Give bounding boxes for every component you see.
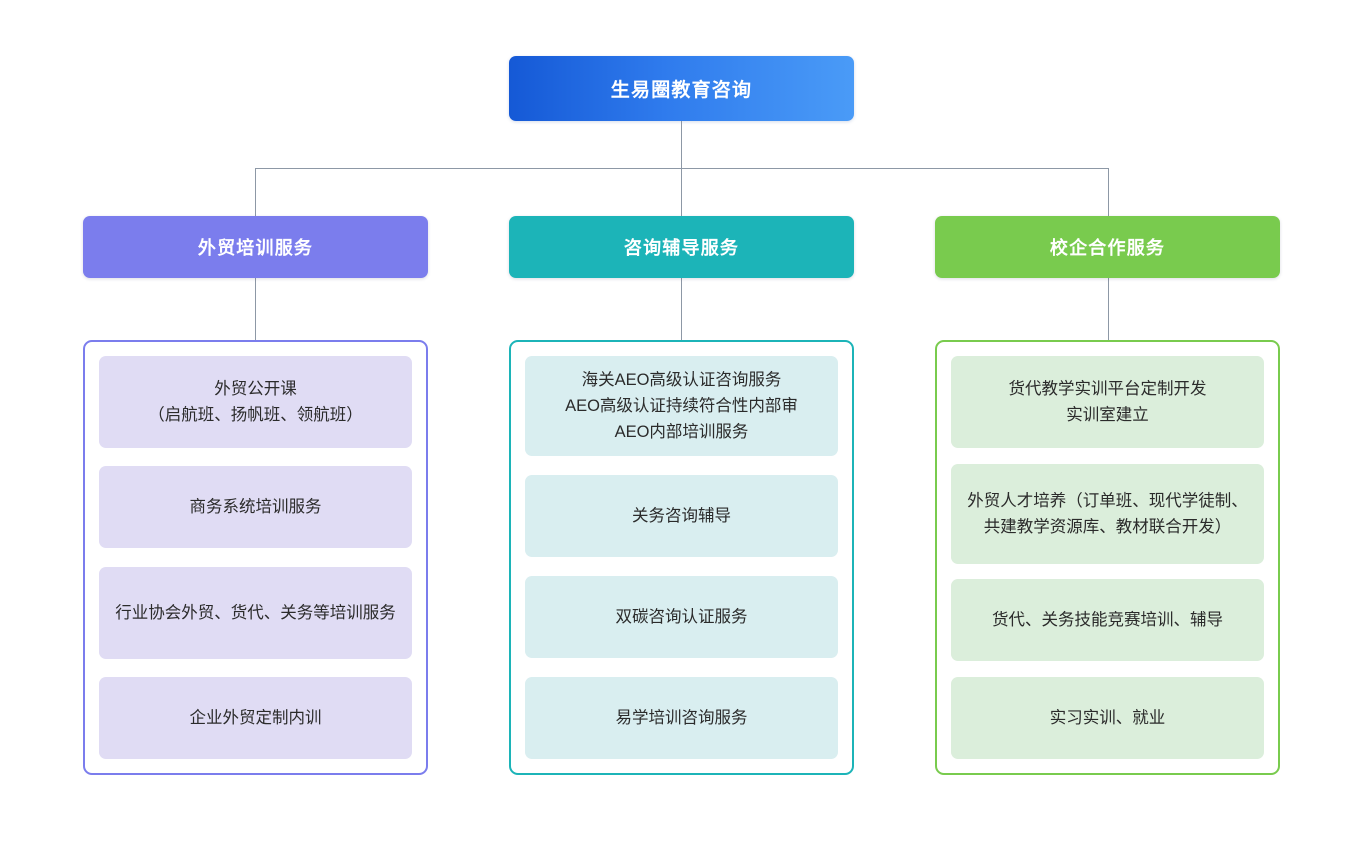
leaf-card[interactable]: 货代教学实训平台定制开发 实训室建立 <box>951 356 1264 448</box>
leaf-card[interactable]: 易学培训咨询服务 <box>525 677 838 759</box>
branch-header-label: 外贸培训服务 <box>197 238 314 258</box>
leaf-card[interactable]: 货代、关务技能竞赛培训、辅导 <box>951 579 1264 662</box>
branch-container-waimao-peixun: 外贸公开课 （启航班、扬帆班、领航班） 商务系统培训服务 行业协会外贸、货代、关… <box>83 340 428 775</box>
leaf-card[interactable]: 商务系统培训服务 <box>99 466 412 549</box>
connector-header-to-container-2 <box>1108 278 1109 340</box>
connector-root-vertical <box>681 121 682 168</box>
connector-branch-drop-1 <box>681 168 682 216</box>
root-node[interactable]: 生易圈教育咨询 <box>509 56 854 121</box>
leaf-card[interactable]: 双碳咨询认证服务 <box>525 576 838 658</box>
leaf-card[interactable]: 企业外贸定制内训 <box>99 676 412 759</box>
leaf-card[interactable]: 外贸公开课 （启航班、扬帆班、领航班） <box>99 356 412 448</box>
branch-header-waimao-peixun[interactable]: 外贸培训服务 <box>83 216 428 278</box>
branch-container-xiaoqi-hezuo: 货代教学实训平台定制开发 实训室建立 外贸人才培养（订单班、现代学徒制、共建教学… <box>935 340 1280 775</box>
branch-header-xiaoqi-hezuo[interactable]: 校企合作服务 <box>935 216 1280 278</box>
leaf-card[interactable]: 海关AEO高级认证咨询服务 AEO高级认证持续符合性内部审 AEO内部培训服务 <box>525 356 838 456</box>
connector-branch-drop-0 <box>255 168 256 216</box>
connector-header-to-container-0 <box>255 278 256 340</box>
root-node-label: 生易圈教育咨询 <box>610 80 753 101</box>
branch-header-label: 咨询辅导服务 <box>623 238 740 258</box>
leaf-card[interactable]: 行业协会外贸、货代、关务等培训服务 <box>99 566 412 659</box>
branch-container-zixun-fudao: 海关AEO高级认证咨询服务 AEO高级认证持续符合性内部审 AEO内部培训服务 … <box>509 340 854 775</box>
branch-header-label: 校企合作服务 <box>1049 238 1166 258</box>
leaf-card[interactable]: 外贸人才培养（订单班、现代学徒制、共建教学资源库、教材联合开发） <box>951 463 1264 564</box>
connector-header-to-container-1 <box>681 278 682 340</box>
connector-branch-drop-2 <box>1108 168 1109 216</box>
leaf-card[interactable]: 实习实训、就业 <box>951 676 1264 759</box>
branch-header-zixun-fudao[interactable]: 咨询辅导服务 <box>509 216 854 278</box>
leaf-card[interactable]: 关务咨询辅导 <box>525 475 838 557</box>
